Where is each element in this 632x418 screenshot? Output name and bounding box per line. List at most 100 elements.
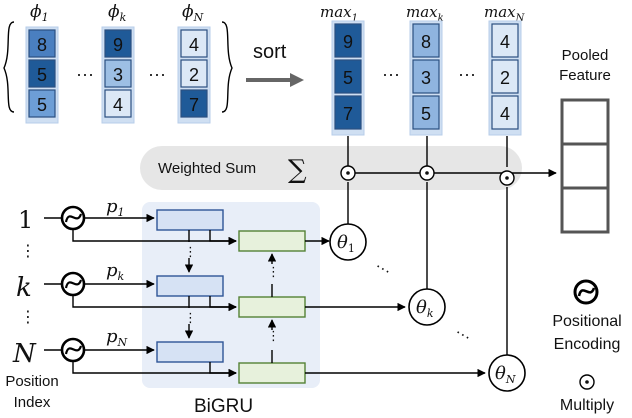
sorted-ellipsis-2: ··· [458, 64, 476, 84]
left-brace [3, 21, 15, 113]
vector-cell-value: 4 [113, 95, 123, 115]
backward-vdots-2: ⋮ [267, 264, 280, 279]
bigru-label: BiGRU [194, 396, 253, 417]
vector-cell-value: 9 [343, 32, 353, 52]
vector-cell [180, 29, 208, 58]
vector-cell-value: 9 [113, 35, 123, 55]
vector-cell-value: 2 [500, 68, 510, 88]
vector-cell [180, 59, 208, 88]
multiply-icon [340, 165, 356, 181]
vector-cell [28, 59, 56, 88]
pooled-label-line1: Pooled [562, 47, 609, 64]
sort-label: sort [253, 41, 287, 63]
theta-diag-dots-2: ··· [452, 323, 474, 346]
multiply-legend-icon [579, 374, 595, 390]
vector-cell [104, 89, 132, 118]
backward-gru-cell-n [238, 362, 306, 384]
p-label-1: p1 [106, 196, 125, 219]
index-1: 1 [18, 206, 33, 234]
svg-text:θk: θk [416, 297, 434, 320]
input-group: ϕ1 ϕk ϕN 855 934 427 ··· ··· [3, 2, 233, 124]
svg-text:θN: θN [495, 363, 516, 386]
weighted-sum-label: Weighted Sum [158, 160, 256, 177]
vector-cell [28, 29, 56, 58]
phi-label-1: ϕ1 [30, 2, 49, 24]
forward-vdots-1: ⋮ [184, 244, 197, 259]
vector-cell [104, 59, 132, 88]
backward-vdots-1: ⋮ [267, 328, 280, 343]
position-index-line2: Index [14, 394, 51, 411]
vector-cell-value: 4 [500, 104, 510, 124]
pooled-feature-vector [560, 98, 610, 234]
vector-cell [180, 89, 208, 118]
pooled-label-line2: Feature [559, 67, 611, 84]
vector-cell [334, 95, 362, 130]
legend-pe-line2: Encoding [554, 336, 621, 353]
input-column-k: 9 3 4 [101, 26, 135, 124]
pooled-cell [560, 186, 610, 234]
vector-cell [104, 29, 132, 58]
sort-arrow-icon [246, 73, 304, 87]
vector-cell-value: 4 [500, 32, 510, 52]
vector-cell-value: 8 [421, 32, 431, 52]
fwd-to-bwd-k [209, 296, 237, 312]
sorted-ellipsis-1: ··· [382, 64, 400, 84]
forward-gru-cell-n [156, 341, 224, 363]
vector-cell [491, 95, 519, 130]
sorted-column-1: 957 [331, 20, 365, 136]
input-ellipsis-1: ··· [76, 64, 94, 84]
vector-cell [412, 59, 440, 94]
forward-gru-cell-k [156, 275, 224, 297]
forward-vdots-2: ⋮ [184, 310, 197, 325]
p-label-k: pk [106, 260, 125, 283]
fwd-to-bwd-n [209, 362, 237, 378]
vector-cell-value: 3 [421, 68, 431, 88]
pe-to-backward-n [72, 361, 237, 378]
vector-cell-value: 3 [113, 65, 123, 85]
theta-node-1: θ1 [329, 223, 367, 261]
positional-encoding-wave [64, 345, 83, 355]
pe-to-backward-1 [72, 229, 237, 246]
backward-gru-cell-k [238, 296, 306, 318]
max-label-1: max1 [320, 3, 358, 24]
index-n: N [12, 339, 37, 369]
sorted-column-n: 4 2 4 [488, 20, 522, 136]
max-label-k: maxk [406, 3, 444, 24]
index-vdots-1: ⋮ [20, 243, 36, 260]
p-label-n: pN [106, 326, 128, 349]
vector-cell-value: 5 [37, 65, 47, 85]
forward-gru-cell-1 [156, 209, 224, 231]
phi-label-n: ϕN [182, 2, 204, 24]
vector-cell [28, 89, 56, 118]
multiply-icon [419, 165, 435, 181]
pe-to-backward-k [72, 295, 237, 312]
max-label-n: maxN [484, 3, 526, 24]
vector-cell [412, 95, 440, 130]
vector-cell [491, 23, 519, 58]
theta-node-k: θk [408, 288, 446, 326]
position-index-line1: Position [5, 373, 58, 390]
positional-encoding-wave [64, 279, 83, 289]
theta-node-n: θN [488, 354, 526, 392]
vector-cell-value: 8 [37, 35, 47, 55]
vector-cell [412, 23, 440, 58]
right-brace [221, 21, 233, 113]
sorted-group: max1 maxk maxN 957 835 424 ··· ··· [320, 3, 526, 136]
backward-gru-cell-1 [238, 230, 306, 252]
sorted-column-k: 835 [409, 20, 443, 136]
theta-diag-dots-1: ··· [372, 257, 394, 280]
vector-cell-value: 4 [189, 35, 199, 55]
sigma-icon: ∑ [288, 155, 307, 185]
vector-cell-value: 5 [37, 95, 47, 115]
positional-encoding-rows [44, 205, 237, 378]
pooled-cell [560, 98, 610, 146]
input-column-n: 4 2 7 [177, 26, 211, 124]
positional-encoding-legend-icon [573, 279, 599, 305]
vector-cell-value: 2 [189, 65, 199, 85]
multiply-icon [499, 170, 515, 186]
vector-cell-value: 7 [189, 95, 199, 115]
input-ellipsis-2: ··· [148, 64, 166, 84]
pooled-cell [560, 142, 610, 190]
positional-encoding-wave [64, 213, 83, 223]
legend-pe-line1: Positional [552, 313, 621, 330]
